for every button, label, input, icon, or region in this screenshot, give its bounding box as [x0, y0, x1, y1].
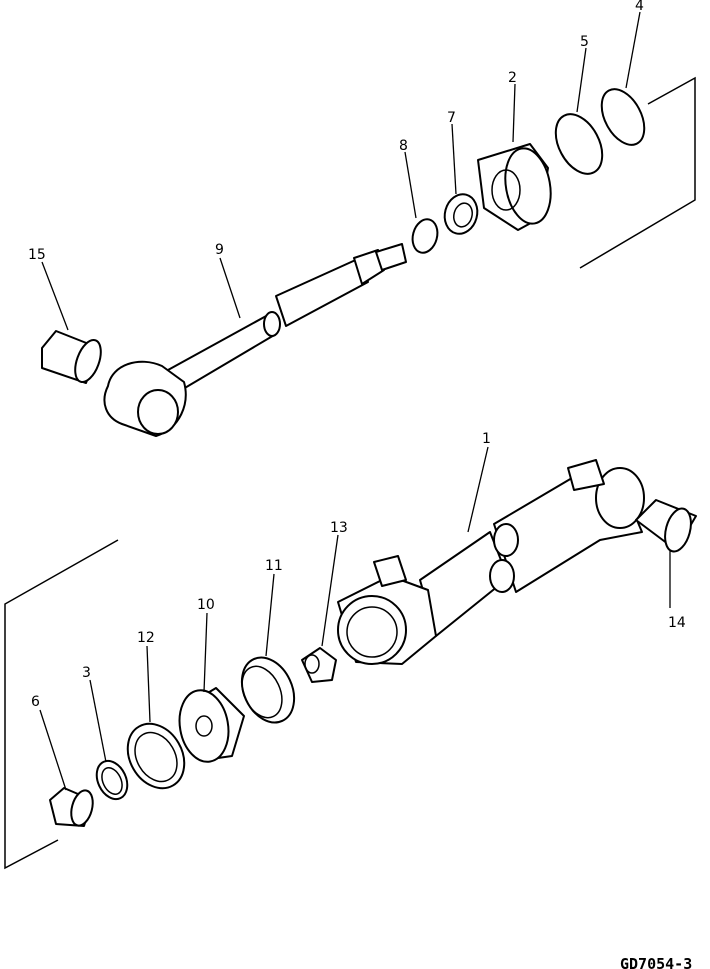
callout-8: 8	[399, 138, 408, 154]
leader-lines	[39, 11, 671, 791]
callout-9: 9	[215, 242, 224, 258]
callout-14: 14	[668, 615, 686, 631]
callout-10: 10	[197, 597, 215, 613]
callout-6: 6	[31, 694, 40, 710]
part-14-bushing[interactable]	[635, 499, 697, 554]
callout-11: 11	[265, 558, 283, 574]
callout-labels: 1 2 3 4 5 6 7 8 9 10 11 12 13 14 15	[28, 0, 686, 710]
part-2-cylinder-head[interactable]	[477, 143, 556, 231]
callout-4: 4	[635, 0, 644, 14]
part-8-snap-ring[interactable]	[409, 216, 441, 255]
part-13-nut[interactable]	[301, 647, 337, 683]
part-9-piston-rod[interactable]	[103, 243, 407, 437]
part-12-seal-ring[interactable]	[116, 714, 195, 799]
part-7-seal[interactable]	[440, 191, 481, 238]
part-5-o-ring[interactable]	[546, 106, 611, 181]
part-1-cylinder-body[interactable]	[337, 459, 645, 665]
part-15-bushing[interactable]	[41, 330, 106, 385]
callout-5: 5	[580, 34, 589, 50]
callout-13: 13	[330, 520, 348, 536]
assembly-bracket-upper	[579, 76, 696, 269]
part-11-wear-ring[interactable]	[232, 649, 304, 731]
part-10-piston[interactable]	[174, 686, 245, 765]
callout-2: 2	[508, 70, 517, 86]
callout-3: 3	[82, 665, 91, 681]
drawing-reference: GD7054-3	[620, 955, 692, 969]
callout-12: 12	[137, 630, 155, 646]
part-6-bushing[interactable]	[49, 787, 96, 828]
assembly-bracket-lower	[4, 539, 119, 870]
callout-1: 1	[482, 431, 491, 447]
part-3-ring[interactable]	[91, 756, 133, 804]
callout-7: 7	[447, 110, 456, 126]
part-4-backup-ring[interactable]	[593, 82, 653, 152]
callout-15: 15	[28, 247, 46, 263]
